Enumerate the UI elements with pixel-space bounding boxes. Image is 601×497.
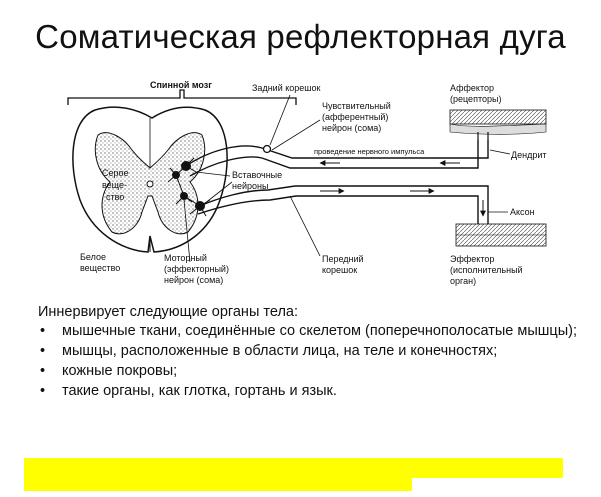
efferent-pathway (197, 185, 489, 224)
bullet-glyph: • (40, 363, 46, 379)
intro-text: Иннервирует следующие органы тела: (38, 304, 299, 320)
organ-list-block: Иннервирует следующие органы тела: • мыше… (38, 304, 578, 403)
label-afferent-1: Аффектор (450, 83, 494, 93)
label-interneurons-2: нейроны (232, 181, 268, 191)
slide-title: Соматическая рефлекторная дуга (35, 18, 566, 55)
label-impulse: проведение нервного импульса (314, 147, 425, 156)
label-sensory-neuron-3: нейрон (сома) (322, 123, 381, 133)
label-dendrite: Дендрит (511, 150, 546, 160)
list-item-text: мышечные ткани, соединённые со скелетом … (62, 323, 578, 339)
label-motor-neuron-1: Моторный (164, 253, 207, 263)
label-interneurons-1: Вставочные (232, 170, 282, 180)
list-item-text: мышцы, расположенные в области лица, на … (62, 343, 498, 359)
label-white-matter-1: Белое (80, 252, 106, 262)
effector-muscle (455, 223, 547, 247)
list-item: • кожные покровы; (38, 363, 578, 380)
list-item: • мышечные ткани, соединённые со скелетом… (38, 323, 578, 340)
label-gray-matter-1: Серое (102, 168, 129, 178)
bullet-glyph: • (40, 323, 46, 339)
label-axon: Аксон (510, 207, 535, 217)
bullet-glyph: • (40, 383, 46, 399)
highlight-bar-lower (24, 478, 412, 491)
list-item-text: кожные покровы; (62, 363, 178, 379)
spinal-cord-bracket (67, 89, 297, 105)
label-sensory-neuron-1: Чувствительный (322, 101, 391, 111)
list-item: • мышцы, расположенные в области лица, на… (38, 343, 578, 360)
label-sensory-neuron-2: (афферентный) (322, 112, 388, 122)
list-item-text: такие органы, как глотка, гортань и язык… (62, 383, 337, 399)
label-effector-3: орган) (450, 276, 476, 286)
label-gray-matter-3: ство (106, 192, 124, 202)
afferent-pathway (185, 140, 489, 177)
label-motor-neuron-2: (эффекторный) (164, 264, 229, 274)
bullet-glyph: • (40, 343, 46, 359)
label-motor-neuron-3: нейрон (сома) (164, 275, 223, 285)
organ-list: • мышечные ткани, соединённые со скелетом… (38, 323, 578, 400)
spinal-cord-section (72, 106, 228, 253)
label-effector-1: Эффектор (450, 254, 494, 264)
label-white-matter-2: вещество (80, 263, 120, 273)
leader-lines (183, 94, 511, 263)
label-effector-2: (исполнительный (450, 265, 523, 275)
highlight-bar (24, 458, 563, 478)
label-gray-matter-2: веще- (102, 180, 127, 190)
label-spinal-cord: Спинной мозг (150, 80, 212, 90)
label-afferent-2: (рецепторы) (450, 94, 501, 104)
label-dorsal-root: Задний корешок (252, 83, 320, 93)
label-ventral-root-2: корешок (322, 265, 357, 275)
label-ventral-root-1: Передний (322, 254, 364, 264)
list-item: • такие органы, как глотка, гортань и язы… (38, 383, 578, 400)
reflex-arc-diagram: Спинной мозг Серое веще- ство (67, 80, 547, 286)
receptor-skin (449, 109, 547, 140)
